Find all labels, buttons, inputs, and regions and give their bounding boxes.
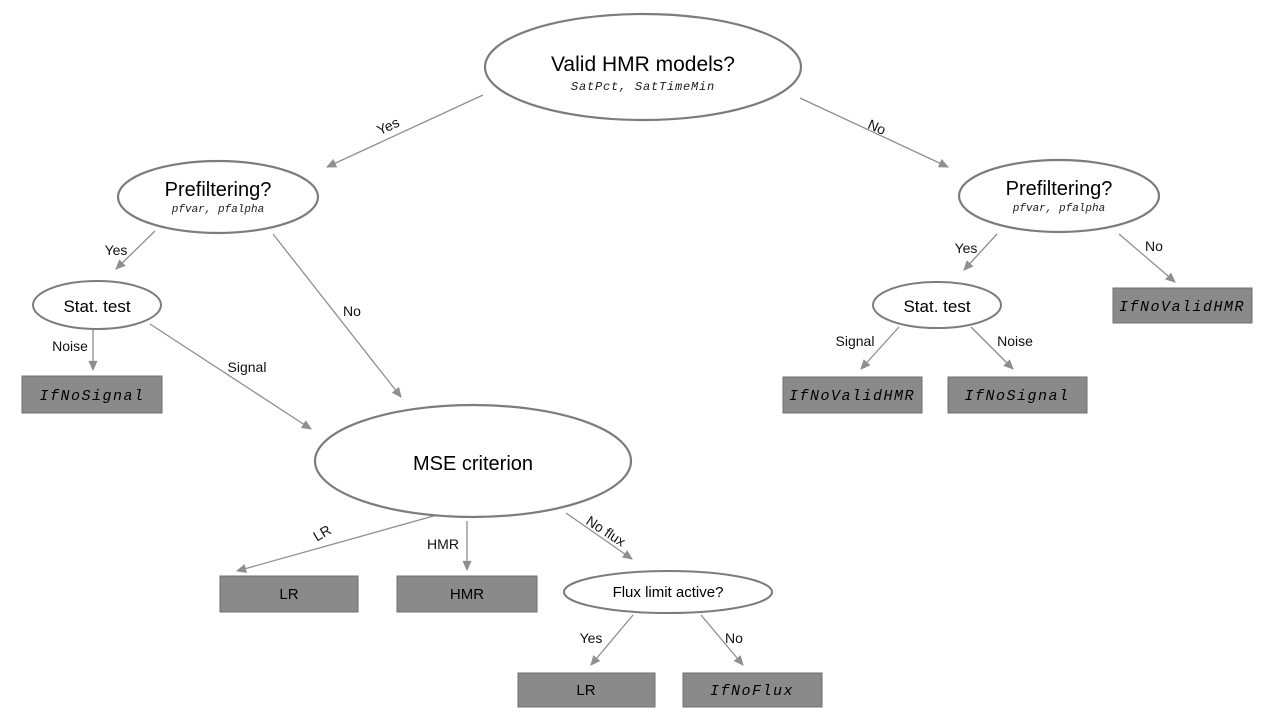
- node-mse-criterion: MSE criterion: [313, 403, 633, 519]
- edge-flux-yes-arrow: [590, 614, 634, 666]
- edge-label-flux-no: No: [725, 630, 743, 646]
- node-stat-test-right: Stat. test: [872, 281, 1002, 329]
- edge-label-valid-no: No: [866, 116, 889, 138]
- node-flux-limit: Flux limit active?: [563, 570, 773, 614]
- outcome-if-no-valid-hmr-no-label: IfNoValidHMR: [1119, 299, 1245, 316]
- outcome-lr-mse-box: [219, 575, 359, 613]
- node-stat-test-right-ellipse: [872, 281, 1002, 329]
- outcome-lr-flux: LR: [517, 672, 656, 708]
- edge-valid-no-arrow: [799, 97, 950, 168]
- edge-label-pf-left-yes: Yes: [105, 242, 128, 258]
- outcome-if-no-signal-right-box: [947, 376, 1088, 414]
- edge-label-mse-noflux: No flux: [583, 512, 628, 549]
- edge-label-stat-right-noise: Noise: [997, 333, 1033, 349]
- node-mse-criterion-ellipse: [313, 403, 633, 519]
- node-valid-hmr: Valid HMR models? SatPct, SatTimeMin: [483, 12, 803, 122]
- outcome-if-no-flux: IfNoFlux: [682, 672, 823, 708]
- outcome-if-no-flux-label: IfNoFlux: [710, 683, 794, 700]
- edge-pf-right-no-arrow: [1118, 233, 1176, 283]
- edge-pf-left-yes-arrow: [115, 230, 156, 270]
- node-valid-hmr-ellipse: [483, 12, 803, 122]
- outcome-if-no-valid-hmr-signal-box: [782, 376, 923, 414]
- node-prefilter-left-ellipse: [116, 159, 320, 235]
- outcome-if-no-signal-left-box: [21, 375, 163, 414]
- outcome-if-no-signal-left: IfNoSignal: [21, 375, 163, 414]
- node-stat-test-right-title: Stat. test: [903, 297, 970, 316]
- edge-label-pf-right-yes: Yes: [955, 240, 978, 256]
- node-stat-test-left-ellipse: [32, 280, 162, 330]
- node-prefilter-right: Prefiltering? pfvar, pfalpha: [957, 158, 1161, 234]
- node-valid-hmr-title: Valid HMR models?: [551, 53, 735, 76]
- edge-mse-lr-arrow: [235, 514, 438, 573]
- edge-label-mse-lr: LR: [310, 522, 334, 545]
- edge-flux-no-arrow: [700, 614, 744, 666]
- node-prefilter-left-title: Prefiltering?: [165, 179, 272, 201]
- outcome-if-no-valid-hmr-signal-label: IfNoValidHMR: [789, 388, 915, 405]
- outcome-if-no-signal-right-label: IfNoSignal: [964, 388, 1069, 405]
- outcome-if-no-valid-hmr-signal: IfNoValidHMR: [782, 376, 923, 414]
- edge-label-stat-left-noise: Noise: [52, 338, 88, 354]
- edge-label-stat-left-signal: Signal: [228, 359, 267, 375]
- outcome-hmr-mse-label: HMR: [450, 586, 484, 603]
- outcome-lr-mse: LR: [219, 575, 359, 613]
- node-mse-criterion-title: MSE criterion: [413, 453, 533, 475]
- edge-label-pf-left-no: No: [343, 303, 361, 319]
- node-prefilter-right-title: Prefiltering?: [1006, 178, 1113, 200]
- edge-stat-right-noise-arrow: [970, 326, 1014, 370]
- node-prefilter-left: Prefiltering? pfvar, pfalpha: [116, 159, 320, 235]
- node-prefilter-right-ellipse: [957, 158, 1161, 234]
- outcome-lr-flux-box: [517, 672, 656, 708]
- outcome-if-no-valid-hmr-no: IfNoValidHMR: [1112, 287, 1253, 324]
- outcome-if-no-valid-hmr-no-box: [1112, 287, 1253, 324]
- outcome-if-no-flux-box: [682, 672, 823, 708]
- edge-mse-noflux-arrow: [565, 512, 633, 560]
- node-flux-limit-ellipse: [563, 570, 773, 614]
- edge-valid-yes-arrow: [325, 94, 484, 168]
- edge-label-flux-yes: Yes: [580, 630, 603, 646]
- node-prefilter-left-params: pfvar, pfalpha: [171, 204, 264, 216]
- node-flux-limit-title: Flux limit active?: [613, 584, 724, 601]
- edge-label-pf-right-no: No: [1145, 238, 1163, 254]
- edge-pf-left-no-arrow: [272, 233, 402, 398]
- node-stat-test-left: Stat. test: [32, 280, 162, 330]
- edge-stat-right-signal-arrow: [860, 326, 900, 370]
- edge-label-stat-right-signal: Signal: [836, 333, 875, 349]
- edge-stat-left-signal-arrow: [149, 323, 312, 430]
- outcome-lr-flux-label: LR: [576, 682, 595, 699]
- node-stat-test-left-title: Stat. test: [63, 297, 130, 316]
- outcome-hmr-mse: HMR: [396, 575, 538, 613]
- outcome-lr-mse-label: LR: [279, 586, 298, 603]
- outcome-if-no-signal-right: IfNoSignal: [947, 376, 1088, 414]
- node-valid-hmr-params: SatPct, SatTimeMin: [571, 80, 715, 94]
- edge-pf-right-yes-arrow: [963, 233, 998, 271]
- edge-label-mse-hmr: HMR: [427, 536, 459, 552]
- node-prefilter-right-params: pfvar, pfalpha: [1012, 203, 1105, 215]
- outcome-if-no-signal-left-label: IfNoSignal: [39, 388, 144, 405]
- outcome-hmr-mse-box: [396, 575, 538, 613]
- edges-group: [88, 94, 1176, 666]
